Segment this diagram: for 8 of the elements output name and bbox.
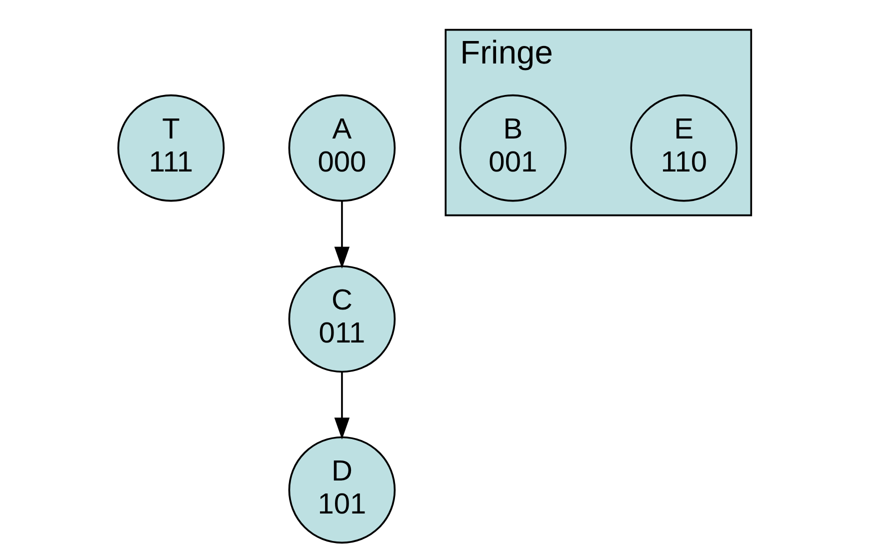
node-circle: E 110 bbox=[630, 94, 738, 202]
node-circle: T 111 bbox=[117, 94, 225, 202]
node-circle: C 011 bbox=[288, 265, 396, 373]
node-circle: B 001 bbox=[459, 94, 567, 202]
node-circle: D 101 bbox=[288, 436, 396, 544]
arrow bbox=[334, 200, 350, 269]
arrow bbox=[334, 372, 350, 440]
node-circle: A 000 bbox=[288, 94, 396, 202]
